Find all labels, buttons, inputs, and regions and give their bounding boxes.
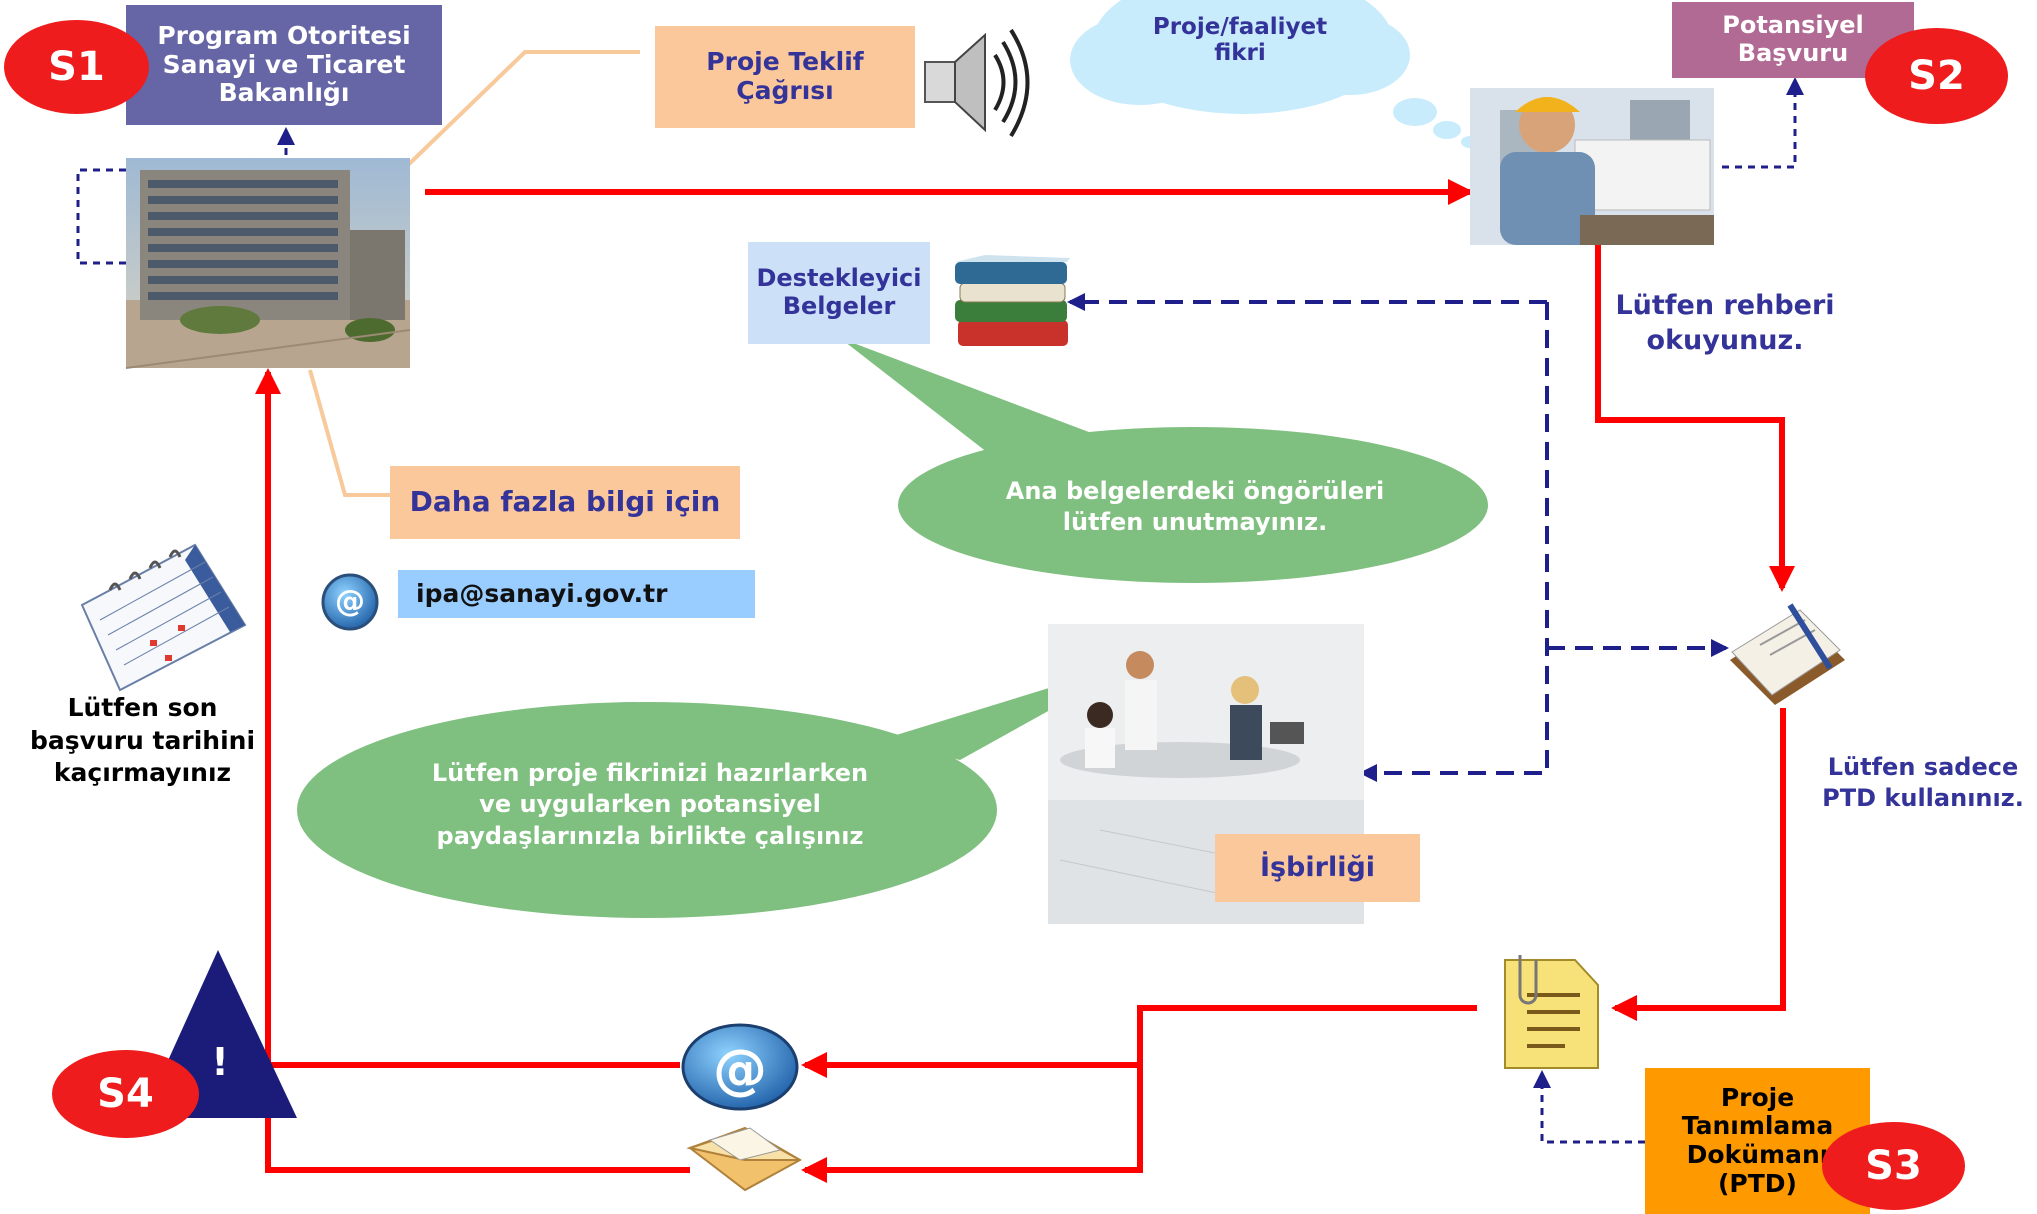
ptd-label: Proje Tanımlama Dokümanı (PTD)	[1681, 1082, 1834, 1198]
flow-engineer-to-notebook	[1595, 245, 1795, 592]
more-info-label: Daha fazla bilgi için	[409, 485, 721, 519]
bubble-main-docs	[840, 338, 1488, 583]
warning-exclamation: !	[211, 1040, 229, 1084]
supporting-box: Destekleyici Belgeler	[748, 242, 930, 344]
email-at-large-text: @	[713, 1038, 767, 1101]
email-address[interactable]: ipa@sanayi.gov.tr	[416, 578, 668, 608]
step-s3-badge: S3	[1822, 1122, 1965, 1210]
cooperation-label: İşbirliği	[1259, 852, 1376, 884]
supporting-label: Destekleyici Belgeler	[756, 264, 922, 320]
bubble-main-docs-text: Ana belgelerdeki öngörüleri lütfen unutm…	[1005, 476, 1385, 536]
document-icon	[1504, 955, 1599, 1069]
cooperation-box: İşbirliği	[1215, 834, 1420, 902]
dashed-engineer-to-potential	[1722, 77, 1804, 169]
notebook-icon	[1730, 603, 1845, 705]
ministry-label: Program Otoritesi Sanayi ve Ticaret Baka…	[157, 20, 411, 108]
books-icon	[955, 255, 1070, 346]
connector-building-to-moreinfo	[308, 369, 392, 497]
email-box[interactable]: ipa@sanayi.gov.tr	[398, 570, 755, 618]
connector-call-to-building	[406, 50, 640, 167]
speaker-icon	[924, 28, 1030, 138]
flow-envelope-to-ministry	[255, 368, 690, 1173]
ptd-box: Proje Tanımlama Dokümanı (PTD)	[1645, 1068, 1870, 1214]
note-use-ptd: Lütfen sadece PTD kullanınız.	[1822, 753, 2024, 813]
thought-cloud	[1070, 0, 1479, 148]
at-sign-icon	[321, 573, 379, 631]
ministry-box: Program Otoritesi Sanayi ve Ticaret Baka…	[126, 5, 442, 125]
at-sign-small-text: @	[335, 584, 365, 619]
dashed-ptd-to-document	[1533, 1070, 1645, 1144]
building-photo	[125, 158, 411, 369]
dashed-building-to-s1	[76, 127, 295, 265]
engineer-photo	[1470, 88, 1714, 245]
meeting-photo	[1048, 624, 1364, 924]
bubble-work-together-text: Lütfen proje fikrinizi hazırlarken ve uy…	[431, 759, 869, 850]
potential-label: Potansiyel Başvuru	[1722, 11, 1864, 67]
email-at-icon	[681, 1023, 799, 1111]
note-read-guide: Lütfen rehberi okuyunuz.	[1615, 290, 1835, 357]
envelope-icon	[686, 1126, 803, 1192]
idea-label: Proje/faaliyet fikri	[1152, 13, 1328, 66]
step-s1-badge: S1	[4, 20, 149, 114]
flow-document-to-envelope	[801, 1065, 1143, 1183]
note-deadline: Lütfen son başvuru tarihini kaçırmayınız	[29, 693, 256, 787]
call-label: Proje Teklif Çağrısı	[706, 47, 864, 105]
flow-document-to-email	[801, 1005, 1477, 1078]
idea-text: Proje/faaliyet fikri	[1130, 8, 1350, 72]
flow-notebook-to-document	[1611, 708, 1786, 1021]
more-info-box: Daha fazla bilgi için	[390, 466, 740, 539]
step-s2-badge: S2	[1865, 28, 2008, 124]
step-s4-badge: S4	[52, 1050, 199, 1138]
calendar-icon	[80, 543, 247, 692]
dashed-vertical-branch	[1359, 302, 1549, 782]
call-box: Proje Teklif Çağrısı	[655, 26, 915, 128]
